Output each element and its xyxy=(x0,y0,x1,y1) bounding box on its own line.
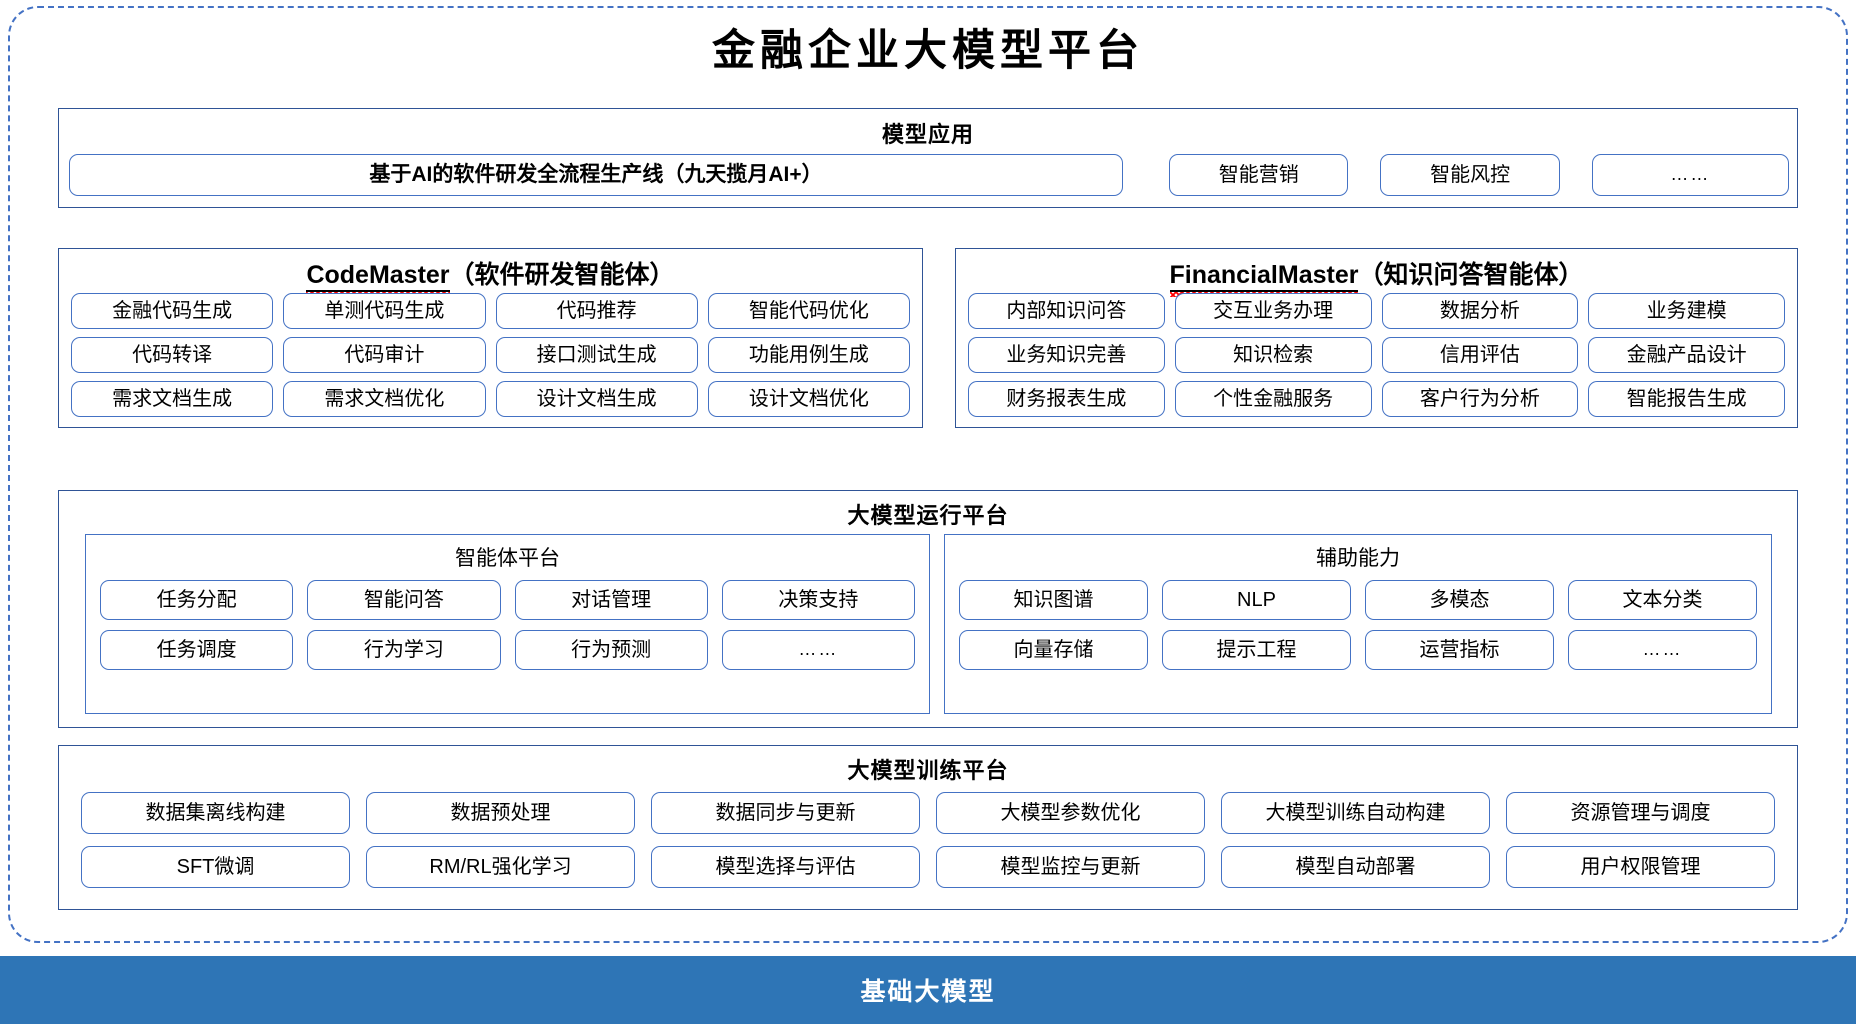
codemaster-panel: CodeMaster（软件研发智能体） 金融代码生成 单测代码生成 代码推荐 智… xyxy=(58,248,923,428)
agent-platform-item[interactable]: 任务分配 xyxy=(100,580,294,620)
model-application-items: 基于AI的软件研发全流程生产线（九天揽月AI+） 智能营销 智能风控 …… xyxy=(69,153,1789,197)
codemaster-row-1: 金融代码生成 单测代码生成 代码推荐 智能代码优化 xyxy=(71,293,910,329)
financialmaster-name-cn: （知识问答智能体） xyxy=(1358,261,1584,289)
agent-platform-row-2: 任务调度 行为学习 行为预测 …… xyxy=(100,630,915,670)
codemaster-item[interactable]: 接口测试生成 xyxy=(495,337,698,373)
codemaster-item[interactable]: 需求文档优化 xyxy=(283,381,486,417)
financialmaster-item[interactable]: 业务建模 xyxy=(1588,293,1785,329)
financialmaster-item[interactable]: 数据分析 xyxy=(1381,293,1579,329)
training-platform-item[interactable]: RM/RL强化学习 xyxy=(366,846,635,888)
financialmaster-row-3: 财务报表生成 个性金融服务 客户行为分析 智能报告生成 xyxy=(968,381,1785,417)
training-platform-row-2: SFT微调 RM/RL强化学习 模型选择与评估 模型监控与更新 模型自动部署 用… xyxy=(81,846,1775,888)
training-platform-item[interactable]: 数据预处理 xyxy=(366,792,635,834)
codemaster-item[interactable]: 代码转译 xyxy=(71,337,274,373)
financialmaster-title: FinancialMaster（知识问答智能体） xyxy=(956,255,1797,292)
training-platform-title: 大模型训练平台 xyxy=(847,758,1009,783)
auxiliary-ability-row-1: 知识图谱 NLP 多模态 文本分类 xyxy=(959,580,1757,620)
agent-platform-item[interactable]: 行为预测 xyxy=(514,630,708,670)
training-platform-item[interactable]: 大模型参数优化 xyxy=(936,792,1205,834)
runtime-platform-title: 大模型运行平台 xyxy=(847,503,1009,528)
codemaster-item[interactable]: 代码审计 xyxy=(283,337,486,373)
agent-platform-item[interactable]: 任务调度 xyxy=(100,630,294,670)
auxiliary-ability-grid: 知识图谱 NLP 多模态 文本分类 向量存储 提示工程 运营指标 …… xyxy=(959,580,1757,670)
codemaster-item[interactable]: 代码推荐 xyxy=(495,293,698,329)
app-item-smart-marketing[interactable]: 智能营销 xyxy=(1169,154,1349,196)
agent-platform-item[interactable]: 对话管理 xyxy=(514,580,708,620)
training-platform-item[interactable]: 数据同步与更新 xyxy=(651,792,920,834)
codemaster-item[interactable]: 需求文档生成 xyxy=(71,381,274,417)
foundation-model-label: 基础大模型 xyxy=(860,978,996,1006)
agent-platform-item-more[interactable]: …… xyxy=(721,630,915,670)
outer-dashed-frame xyxy=(8,6,1848,943)
training-platform-grid: 数据集离线构建 数据预处理 数据同步与更新 大模型参数优化 大模型训练自动构建 … xyxy=(81,792,1775,888)
financialmaster-item[interactable]: 财务报表生成 xyxy=(968,381,1165,417)
training-platform-item[interactable]: 数据集离线构建 xyxy=(81,792,350,834)
page-title: 金融企业大模型平台 xyxy=(712,26,1144,76)
codemaster-title: CodeMaster（软件研发智能体） xyxy=(59,255,922,292)
training-platform-item[interactable]: 资源管理与调度 xyxy=(1506,792,1775,834)
codemaster-item[interactable]: 智能代码优化 xyxy=(707,293,910,329)
codemaster-name-en: CodeMaster xyxy=(306,261,450,292)
auxiliary-ability-item[interactable]: 运营指标 xyxy=(1365,630,1554,670)
app-item-smart-risk-control[interactable]: 智能风控 xyxy=(1380,154,1560,196)
financialmaster-item[interactable]: 内部知识问答 xyxy=(968,293,1165,329)
model-application-title: 模型应用 xyxy=(881,122,974,147)
auxiliary-ability-item[interactable]: 多模态 xyxy=(1365,580,1554,620)
codemaster-item[interactable]: 单测代码生成 xyxy=(283,293,486,329)
auxiliary-ability-item-more[interactable]: …… xyxy=(1568,630,1757,670)
app-item-ai-pipeline[interactable]: 基于AI的软件研发全流程生产线（九天揽月AI+） xyxy=(69,154,1124,196)
training-platform-item[interactable]: 模型自动部署 xyxy=(1221,846,1490,888)
agent-platform-item[interactable]: 决策支持 xyxy=(721,580,915,620)
codemaster-row-2: 代码转译 代码审计 接口测试生成 功能用例生成 xyxy=(71,337,910,373)
codemaster-item[interactable]: 功能用例生成 xyxy=(707,337,910,373)
runtime-platform-panel: 大模型运行平台 智能体平台 任务分配 智能问答 对话管理 决策支持 任务调度 行… xyxy=(58,490,1798,728)
agent-platform-item[interactable]: 行为学习 xyxy=(307,630,501,670)
auxiliary-ability-title: 辅助能力 xyxy=(1316,547,1400,570)
auxiliary-ability-subpanel: 辅助能力 知识图谱 NLP 多模态 文本分类 向量存储 提示工程 运营指标 …… xyxy=(944,534,1772,714)
auxiliary-ability-item[interactable]: NLP xyxy=(1162,580,1351,620)
financialmaster-item[interactable]: 交互业务办理 xyxy=(1174,293,1372,329)
financialmaster-item[interactable]: 业务知识完善 xyxy=(968,337,1165,373)
financialmaster-row-2: 业务知识完善 知识检索 信用评估 金融产品设计 xyxy=(968,337,1785,373)
app-item-more[interactable]: …… xyxy=(1591,154,1789,196)
codemaster-item[interactable]: 设计文档优化 xyxy=(707,381,910,417)
financialmaster-item[interactable]: 个性金融服务 xyxy=(1174,381,1372,417)
training-platform-item[interactable]: SFT微调 xyxy=(81,846,350,888)
training-platform-item[interactable]: 模型监控与更新 xyxy=(936,846,1205,888)
training-platform-panel: 大模型训练平台 数据集离线构建 数据预处理 数据同步与更新 大模型参数优化 大模… xyxy=(58,745,1798,910)
auxiliary-ability-row-2: 向量存储 提示工程 运营指标 …… xyxy=(959,630,1757,670)
training-platform-item[interactable]: 模型选择与评估 xyxy=(651,846,920,888)
financialmaster-panel: FinancialMaster（知识问答智能体） 内部知识问答 交互业务办理 数… xyxy=(955,248,1798,428)
agent-platform-grid: 任务分配 智能问答 对话管理 决策支持 任务调度 行为学习 行为预测 …… xyxy=(100,580,915,670)
codemaster-row-3: 需求文档生成 需求文档优化 设计文档生成 设计文档优化 xyxy=(71,381,910,417)
training-platform-row-1: 数据集离线构建 数据预处理 数据同步与更新 大模型参数优化 大模型训练自动构建 … xyxy=(81,792,1775,834)
training-platform-item[interactable]: 大模型训练自动构建 xyxy=(1221,792,1490,834)
agent-platform-item[interactable]: 智能问答 xyxy=(307,580,501,620)
financialmaster-item[interactable]: 信用评估 xyxy=(1381,337,1579,373)
foundation-model-bar: 基础大模型 xyxy=(0,956,1856,1024)
auxiliary-ability-item[interactable]: 知识图谱 xyxy=(959,580,1148,620)
codemaster-grid: 金融代码生成 单测代码生成 代码推荐 智能代码优化 代码转译 代码审计 接口测试… xyxy=(71,293,910,417)
auxiliary-ability-item[interactable]: 提示工程 xyxy=(1162,630,1351,670)
financialmaster-item[interactable]: 智能报告生成 xyxy=(1588,381,1785,417)
financialmaster-name-en: FinancialMaster xyxy=(1169,261,1359,292)
financialmaster-item[interactable]: 客户行为分析 xyxy=(1381,381,1579,417)
codemaster-item[interactable]: 设计文档生成 xyxy=(495,381,698,417)
codemaster-item[interactable]: 金融代码生成 xyxy=(71,293,274,329)
auxiliary-ability-item[interactable]: 文本分类 xyxy=(1568,580,1757,620)
auxiliary-ability-item[interactable]: 向量存储 xyxy=(959,630,1148,670)
model-application-panel: 模型应用 基于AI的软件研发全流程生产线（九天揽月AI+） 智能营销 智能风控 … xyxy=(58,108,1798,208)
agent-platform-row-1: 任务分配 智能问答 对话管理 决策支持 xyxy=(100,580,915,620)
financialmaster-row-1: 内部知识问答 交互业务办理 数据分析 业务建模 xyxy=(968,293,1785,329)
agent-platform-subpanel: 智能体平台 任务分配 智能问答 对话管理 决策支持 任务调度 行为学习 行为预测… xyxy=(85,534,930,714)
codemaster-name-cn: （软件研发智能体） xyxy=(449,261,675,289)
agent-platform-title: 智能体平台 xyxy=(455,547,560,570)
training-platform-item[interactable]: 用户权限管理 xyxy=(1506,846,1775,888)
financialmaster-grid: 内部知识问答 交互业务办理 数据分析 业务建模 业务知识完善 知识检索 信用评估… xyxy=(968,293,1785,417)
financialmaster-item[interactable]: 知识检索 xyxy=(1174,337,1372,373)
financialmaster-item[interactable]: 金融产品设计 xyxy=(1588,337,1785,373)
